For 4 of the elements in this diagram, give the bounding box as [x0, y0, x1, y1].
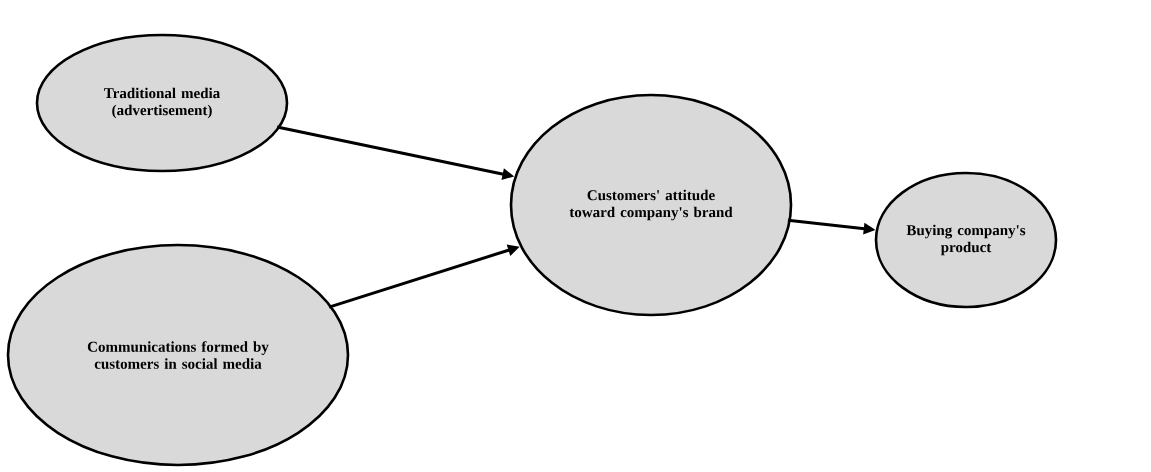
ellipse-node: Buying company's product	[874, 171, 1058, 309]
ellipse-node: Traditional media (advertisement)	[35, 33, 289, 173]
ellipse-node: Communications formed by customers in social media	[6, 243, 350, 467]
ellipse-node: Customers' attitude toward company's brand	[509, 93, 793, 317]
